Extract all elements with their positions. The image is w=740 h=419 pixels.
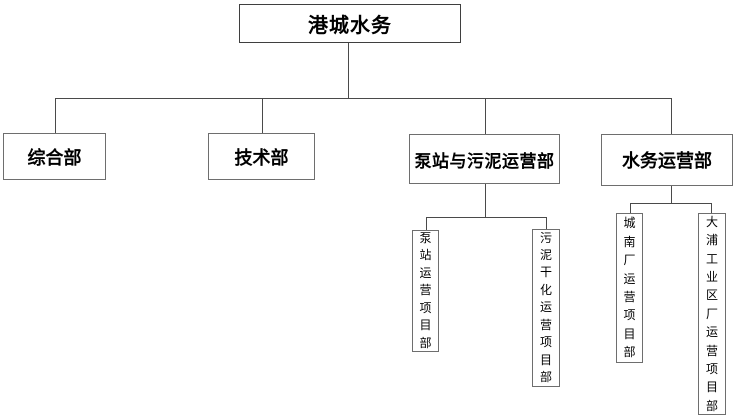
connector-drop-sludge-drying-project <box>546 217 547 229</box>
project-label-chengnan-plant: 城南厂运营项目部 <box>623 216 636 360</box>
root-box: 港城水务 <box>239 4 461 43</box>
root-label: 港城水务 <box>308 15 392 37</box>
project-box-dapu-plant: 大浦工业区厂运营项目部 <box>698 213 726 415</box>
dept-box-pump-sludge: 泵站与污泥运营部 <box>409 134 560 184</box>
project-label-sludge-drying: 污泥干化运营项目部 <box>539 230 552 384</box>
connector-root-trunk <box>348 43 349 98</box>
connector-drop-pump-sludge <box>485 98 486 134</box>
dept-label-general: 综合部 <box>27 147 82 168</box>
connector-drop-chengnan-project <box>630 203 631 213</box>
project-box-chengnan-plant: 城南厂运营项目部 <box>616 213 643 363</box>
connector-drop-general <box>55 98 56 133</box>
project-label-dapu-plant: 大浦工业区厂运营项目部 <box>705 214 718 413</box>
project-box-sludge-drying: 污泥干化运营项目部 <box>532 229 560 387</box>
dept-label-water-ops: 水务运营部 <box>622 151 712 171</box>
dept-label-pump-sludge: 泵站与污泥运营部 <box>414 151 555 171</box>
connector-drop-dapu-project <box>711 203 712 213</box>
project-label-pump-station: 泵站运营项目部 <box>419 231 432 350</box>
connector-drop-technical <box>262 98 263 133</box>
project-box-pump-station: 泵站运营项目部 <box>412 230 439 352</box>
dept-box-technical: 技术部 <box>208 133 315 180</box>
connector-pump-sludge-trunk <box>485 184 486 217</box>
connector-drop-pump-station-project <box>426 217 427 230</box>
dept-box-water-ops: 水务运营部 <box>601 134 733 186</box>
connector-water-ops-branch <box>630 203 712 204</box>
dept-box-general: 综合部 <box>3 133 106 180</box>
connector-water-ops-trunk <box>671 186 672 203</box>
dept-label-technical: 技术部 <box>234 147 289 168</box>
connector-main-horizontal <box>55 98 672 99</box>
connector-drop-water-ops <box>671 98 672 134</box>
connector-pump-sludge-branch <box>426 217 547 218</box>
